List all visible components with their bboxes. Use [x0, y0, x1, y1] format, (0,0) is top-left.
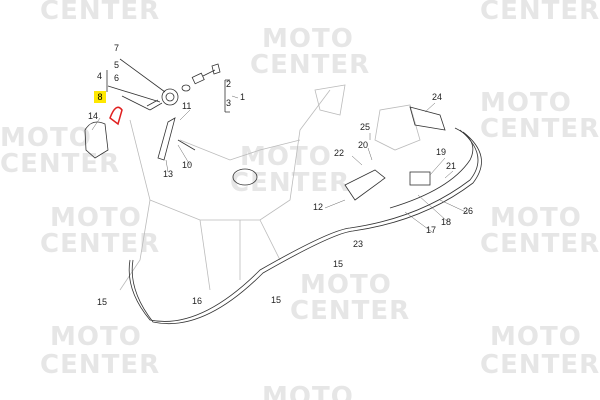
part-label-16[interactable]: 16: [192, 296, 203, 306]
watermark-text: MOTO: [490, 203, 582, 233]
part-label-3[interactable]: 3: [226, 98, 232, 108]
part-label-26[interactable]: 26: [463, 206, 474, 216]
part-label-6[interactable]: 6: [114, 73, 120, 83]
watermark-text: CENTER: [40, 0, 161, 26]
part-label-14[interactable]: 14: [88, 111, 99, 121]
watermark-text: CENTER: [290, 296, 411, 326]
lever-assembly: [157, 117, 196, 161]
watermark-text: CENTER: [480, 229, 600, 259]
watermark-text: MOTO: [262, 382, 354, 400]
part-label-15[interactable]: 15: [333, 259, 344, 269]
watermark-text: CENTER: [40, 229, 161, 259]
watermark-text: CENTER: [250, 50, 371, 80]
part-label-24[interactable]: 24: [432, 92, 443, 102]
part-label-12[interactable]: 12: [313, 202, 324, 212]
part-label-21[interactable]: 21: [446, 161, 457, 171]
part-label-15[interactable]: 15: [97, 297, 108, 307]
part-label-17[interactable]: 17: [426, 225, 437, 235]
part-label-4[interactable]: 4: [97, 71, 103, 81]
watermark-text: CENTER: [480, 0, 600, 26]
watermark-text: MOTO: [50, 322, 142, 352]
part-label-20[interactable]: 20: [358, 140, 369, 150]
filler-ring: [232, 168, 258, 186]
fuel-cap-assembly: [106, 58, 230, 113]
watermark-text: MOTO: [490, 322, 582, 352]
part-label-5[interactable]: 5: [114, 60, 120, 70]
watermark-text: MOTO: [262, 24, 354, 54]
part-label-13[interactable]: 13: [163, 169, 174, 179]
watermark-text: CENTER: [40, 350, 161, 380]
part-label-15[interactable]: 15: [271, 295, 282, 305]
part-label-25[interactable]: 25: [360, 122, 371, 132]
latch-part: [344, 169, 386, 201]
part-label-19[interactable]: 19: [436, 147, 447, 157]
watermark-text: CENTER: [480, 114, 600, 144]
highlighted-part-label[interactable]: 8: [94, 91, 106, 103]
watermark-text: MOTO: [300, 270, 392, 300]
watermark-text: MOTO: [240, 142, 332, 172]
frame-outline: [119, 84, 421, 291]
part-label-7[interactable]: 7: [114, 43, 120, 53]
part-label-2[interactable]: 2: [226, 79, 232, 89]
part-label-11[interactable]: 11: [182, 101, 192, 111]
actuator-part: [409, 171, 431, 186]
part-label-22[interactable]: 22: [334, 148, 345, 158]
watermark-text: MOTO: [480, 88, 572, 118]
cables: [128, 127, 482, 325]
part-label-10[interactable]: 10: [182, 160, 193, 170]
lock-part: [84, 121, 109, 159]
watermark-text: CENTER: [230, 168, 351, 198]
watermark-text: MOTO: [0, 123, 92, 153]
bracket-part: [409, 106, 446, 131]
part-label-1[interactable]: 1: [240, 92, 246, 102]
part-label-18[interactable]: 18: [441, 217, 452, 227]
watermark-text: MOTO: [50, 203, 142, 233]
red-marker: [109, 106, 123, 126]
leader-lines: [91, 95, 469, 233]
watermark-text: CENTER: [480, 350, 600, 380]
part-label-23[interactable]: 23: [353, 239, 364, 249]
